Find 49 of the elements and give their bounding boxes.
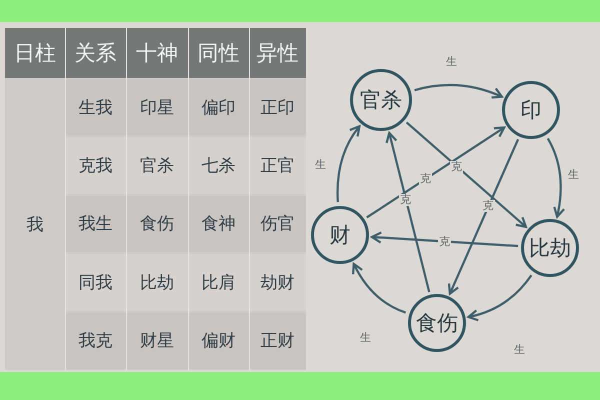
- node-label: 官杀: [360, 87, 402, 114]
- cell-text: 同我: [78, 272, 114, 295]
- edge-label: 克: [450, 160, 464, 173]
- arrow: [386, 132, 430, 292]
- edge-label: 生: [359, 332, 372, 344]
- arrow: [414, 84, 503, 99]
- edge-label: 生: [314, 159, 327, 171]
- cell-text: 七杀: [200, 155, 236, 178]
- edge-label: 生: [445, 56, 458, 68]
- header-text: 异性: [256, 40, 300, 67]
- header-text: 关系: [74, 40, 118, 67]
- cell-text: 官杀: [139, 155, 175, 178]
- cell-text: 我克: [78, 330, 114, 354]
- cell-text: 正官: [260, 155, 296, 178]
- cell-text: 食神: [200, 213, 236, 236]
- header-text: 同性: [196, 40, 240, 67]
- cell-text: 正印: [260, 96, 296, 120]
- cell-text: 食伤: [139, 213, 175, 236]
- edge-label: 克: [438, 236, 451, 248]
- cell-text: 劫财: [260, 272, 296, 295]
- cell-text: 比肩: [200, 272, 236, 295]
- cell-text: 偏印: [200, 96, 236, 120]
- arrow: [336, 125, 361, 202]
- arrow: [448, 138, 520, 295]
- edge-label: 克: [399, 194, 412, 206]
- cell-text: 伤官: [260, 213, 296, 236]
- arrow: [546, 138, 565, 218]
- cell-text: 克我: [78, 155, 114, 178]
- arrow: [370, 231, 518, 248]
- arrow: [467, 274, 532, 322]
- cell-text: 印星: [139, 96, 175, 120]
- node-label: 财: [330, 222, 350, 249]
- edge-label: 生: [567, 169, 580, 181]
- arrow: [352, 262, 406, 314]
- cell-text: 比劫: [139, 272, 175, 295]
- cell-text: 我: [26, 214, 44, 236]
- edge-label: 生: [513, 344, 526, 356]
- node-label: 印: [520, 97, 542, 124]
- header-text: 十神: [135, 40, 179, 67]
- arrow: [366, 126, 506, 218]
- arrow: [406, 122, 528, 228]
- header-text: 日柱: [13, 40, 57, 67]
- node-label: 比劫: [529, 235, 571, 262]
- cell-text: 偏财: [200, 330, 236, 354]
- cell-text: 生我: [78, 96, 114, 120]
- cell-text: 我生: [78, 213, 114, 236]
- node-label: 食伤: [416, 310, 458, 337]
- cell-text: 财星: [139, 330, 175, 354]
- cell-text: 正财: [260, 330, 296, 354]
